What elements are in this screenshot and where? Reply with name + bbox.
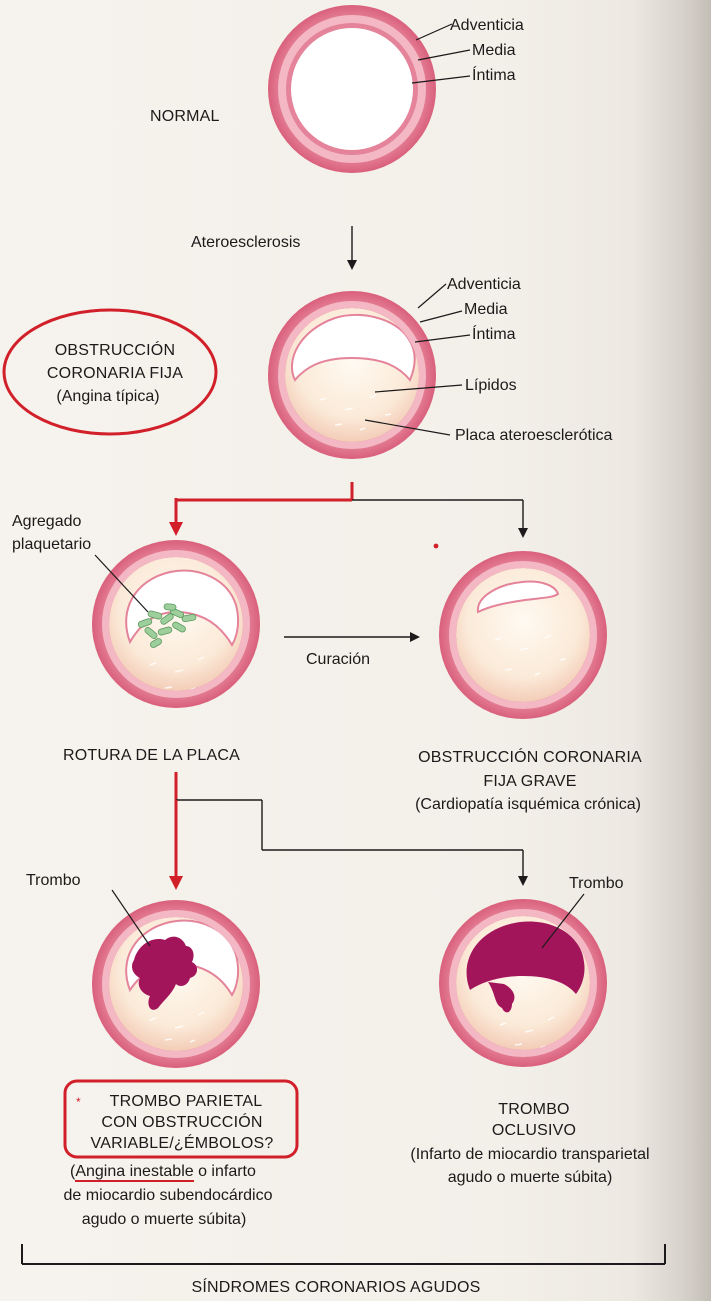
label-parietal-line4-rest: o infarto <box>193 1163 256 1180</box>
label-agregado-line2: plaquetario <box>12 536 92 553</box>
vessel-occlusive-thrombus <box>439 899 607 1067</box>
label-oclusivo-line1: TROMBO <box>498 1101 570 1118</box>
label-parietal-line2: CON OBSTRUCCIÓN <box>101 1114 263 1131</box>
label-trombo-left: Trombo <box>26 872 81 889</box>
vessel-parietal-thrombus <box>92 900 260 1068</box>
vessel-plaque-leader-lines <box>364 283 471 436</box>
label-trombo-right: Trombo <box>569 875 624 892</box>
platelet-aggregate <box>137 603 197 648</box>
label-parietal-line5: de miocardio subendocárdico <box>63 1187 273 1204</box>
trombo-left-leader-line <box>111 889 151 947</box>
label-adventicia-plaque: Adventicia <box>447 276 521 293</box>
parietal-thrombus-mass <box>132 936 198 1010</box>
footer-bracket <box>21 1244 666 1265</box>
label-lipidos: Lípidos <box>465 377 517 394</box>
branch-connector-top <box>169 482 528 538</box>
page-edge-shadow <box>632 0 711 1301</box>
label-placa: Placa ateroesclerótica <box>455 427 613 444</box>
label-parietal-line3: VARIABLE/¿ÉMBOLOS? <box>90 1135 274 1152</box>
label-intima-normal: Íntima <box>472 67 516 84</box>
vessel-normal-leader-lines <box>411 23 471 84</box>
branch-connector-bottom <box>169 772 528 890</box>
label-intima-plaque: Íntima <box>472 326 516 343</box>
arrow-ateroesclerosis <box>347 226 357 270</box>
arrow-curacion <box>284 632 420 642</box>
label-ateroesclerosis: Ateroesclerosis <box>191 234 301 251</box>
label-oclusivo-line2: OCLUSIVO <box>491 1122 577 1139</box>
label-agregado-line1: Agregado <box>12 513 82 530</box>
vessel-plaque <box>268 291 436 459</box>
label-oclusivo-line4: agudo o muerte súbita) <box>447 1169 613 1186</box>
agregado-leader-line <box>94 554 149 613</box>
label-parietal-star: * <box>76 1095 81 1109</box>
label-fija-line2: CORONARIA FIJA <box>46 365 184 382</box>
label-grave-line1: OBSTRUCCIÓN CORONARIA <box>418 749 642 766</box>
label-grave-line3: (Cardiopatía isquémica crónica) <box>415 796 641 813</box>
label-fija-line3: (Angina típica) <box>56 388 160 405</box>
label-rotura: ROTURA DE LA PLACA <box>63 747 240 764</box>
annotation-box-parietal <box>63 1079 299 1159</box>
label-grave-line2: FIJA GRAVE <box>483 773 577 790</box>
label-media-plaque: Media <box>464 301 508 318</box>
trombo-right-leader-line <box>541 893 585 949</box>
label-oclusivo-line3: (Infarto de miocardio transparietal <box>410 1146 650 1163</box>
red-dot-mark <box>433 543 439 549</box>
label-media-normal: Media <box>472 42 516 59</box>
label-parietal-line6: agudo o muerte súbita) <box>81 1211 247 1228</box>
label-fija-line1: OBSTRUCCIÓN <box>54 342 176 359</box>
label-adventicia-normal: Adventicia <box>450 17 524 34</box>
annotation-ellipse-fija <box>2 308 218 436</box>
label-curacion: Curación <box>306 651 371 668</box>
label-parietal-line4: (Angina inestable o infarto <box>70 1162 256 1182</box>
label-footer: SÍNDROMES CORONARIOS AGUDOS <box>191 1279 481 1296</box>
vessel-severe <box>439 551 607 719</box>
label-parietal-line1: TROMBO PARIETAL <box>109 1093 263 1110</box>
vessel-normal <box>268 5 436 173</box>
label-parietal-line4-open: ( <box>70 1163 76 1180</box>
label-angina-inestable: Angina inestable <box>75 1163 194 1182</box>
label-normal: NORMAL <box>150 108 220 125</box>
